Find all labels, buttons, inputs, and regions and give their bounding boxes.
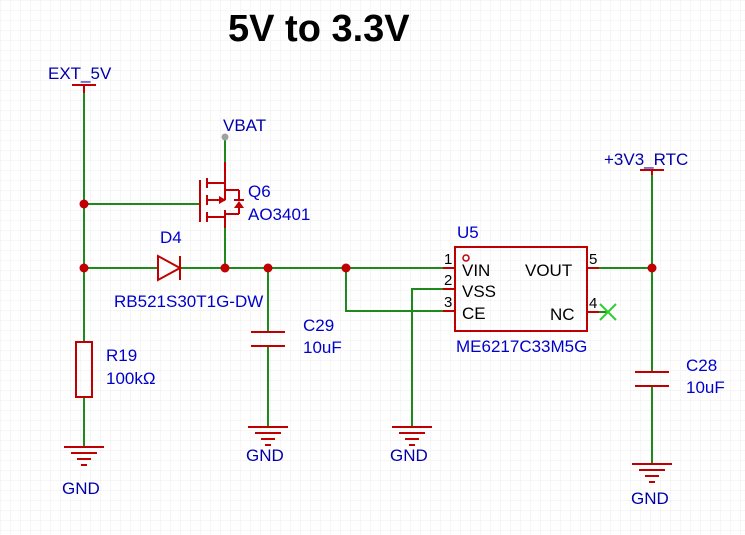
wire-vss-gnd [411, 288, 443, 427]
net-3v3-rtc: +3V3_RTC [604, 150, 688, 175]
u5-pin2-number: 2 [444, 272, 452, 289]
net-vbat-port [221, 133, 229, 141]
gnd-c29-label: GND [246, 446, 284, 465]
junction-c29 [263, 263, 273, 273]
d4-triangle [157, 254, 183, 282]
d4-designator: D4 [160, 228, 182, 247]
u5-pin5-name: VOUT [525, 261, 572, 280]
junctions [79, 199, 657, 273]
wire-ce-tie [345, 268, 443, 312]
junction-d4-cathode [220, 263, 230, 273]
q6-designator: Q6 [248, 182, 271, 201]
u5-pin1-name: VIN [462, 261, 490, 280]
gnd-c28-label: GND [631, 489, 669, 508]
d4-value: RB521S30T1G-DW [114, 292, 263, 311]
u5-pin4-name: NC [550, 305, 575, 324]
u5-pin3-name: CE [462, 304, 486, 323]
u5-value: ME6217C33M5G [456, 337, 587, 356]
q6-mosfet[interactable]: Q6 AO3401 [199, 162, 310, 228]
c29-designator: C29 [303, 316, 334, 335]
u5-pin1-marker [462, 254, 470, 262]
gnd-r19-label: GND [62, 479, 100, 498]
junction-ext5v-d4 [79, 263, 89, 273]
gnd-c29: GND [246, 426, 288, 465]
u5-pin5-number: 5 [589, 251, 597, 268]
junction-gate [79, 199, 89, 209]
no-connect-marker [599, 303, 617, 321]
u5-regulator[interactable]: 1 2 3 5 4 VIN VSS CE VOUT NC U5 ME6217C3… [443, 223, 599, 356]
diagram-title: 5V to 3.3V [228, 8, 410, 50]
c28-capacitor[interactable]: C28 10uF [635, 356, 725, 397]
c29-value: 10uF [303, 338, 342, 357]
c28-value: 10uF [686, 378, 725, 397]
u5-designator: U5 [457, 223, 479, 242]
junction-ce-tie [341, 263, 351, 273]
net-vbat-label: VBAT [223, 116, 266, 135]
q6-body-arrow [219, 196, 226, 204]
c29-capacitor[interactable]: C29 10uF [251, 316, 342, 357]
c28-designator: C28 [686, 356, 717, 375]
gnd-r19: GND [62, 446, 104, 498]
r19-designator: R19 [106, 346, 137, 365]
gnd-u5-label: GND [390, 446, 428, 465]
r19-body [75, 341, 93, 398]
d4-diode[interactable]: D4 RB521S30T1G-DW [114, 228, 263, 311]
r19-resistor[interactable]: R19 100kΩ [75, 341, 156, 398]
net-3v3-label: +3V3_RTC [604, 150, 688, 169]
u5-pin3-number: 3 [444, 294, 452, 311]
no-connect-stroke-b [599, 303, 617, 321]
u5-pin4-number: 4 [589, 295, 597, 312]
gnd-u5: GND [390, 426, 432, 465]
net-vbat: VBAT [221, 116, 266, 141]
q6-diode-triangle [234, 201, 244, 208]
u5-pin2-name: VSS [462, 282, 496, 301]
gnd-c28: GND [631, 463, 672, 508]
net-ext5v: EXT_5V [48, 64, 112, 93]
u5-pin1-number: 1 [444, 251, 452, 268]
q6-value: AO3401 [248, 205, 310, 224]
r19-value: 100kΩ [106, 369, 156, 388]
junction-vout [647, 263, 657, 273]
net-ext5v-label: EXT_5V [48, 64, 112, 83]
